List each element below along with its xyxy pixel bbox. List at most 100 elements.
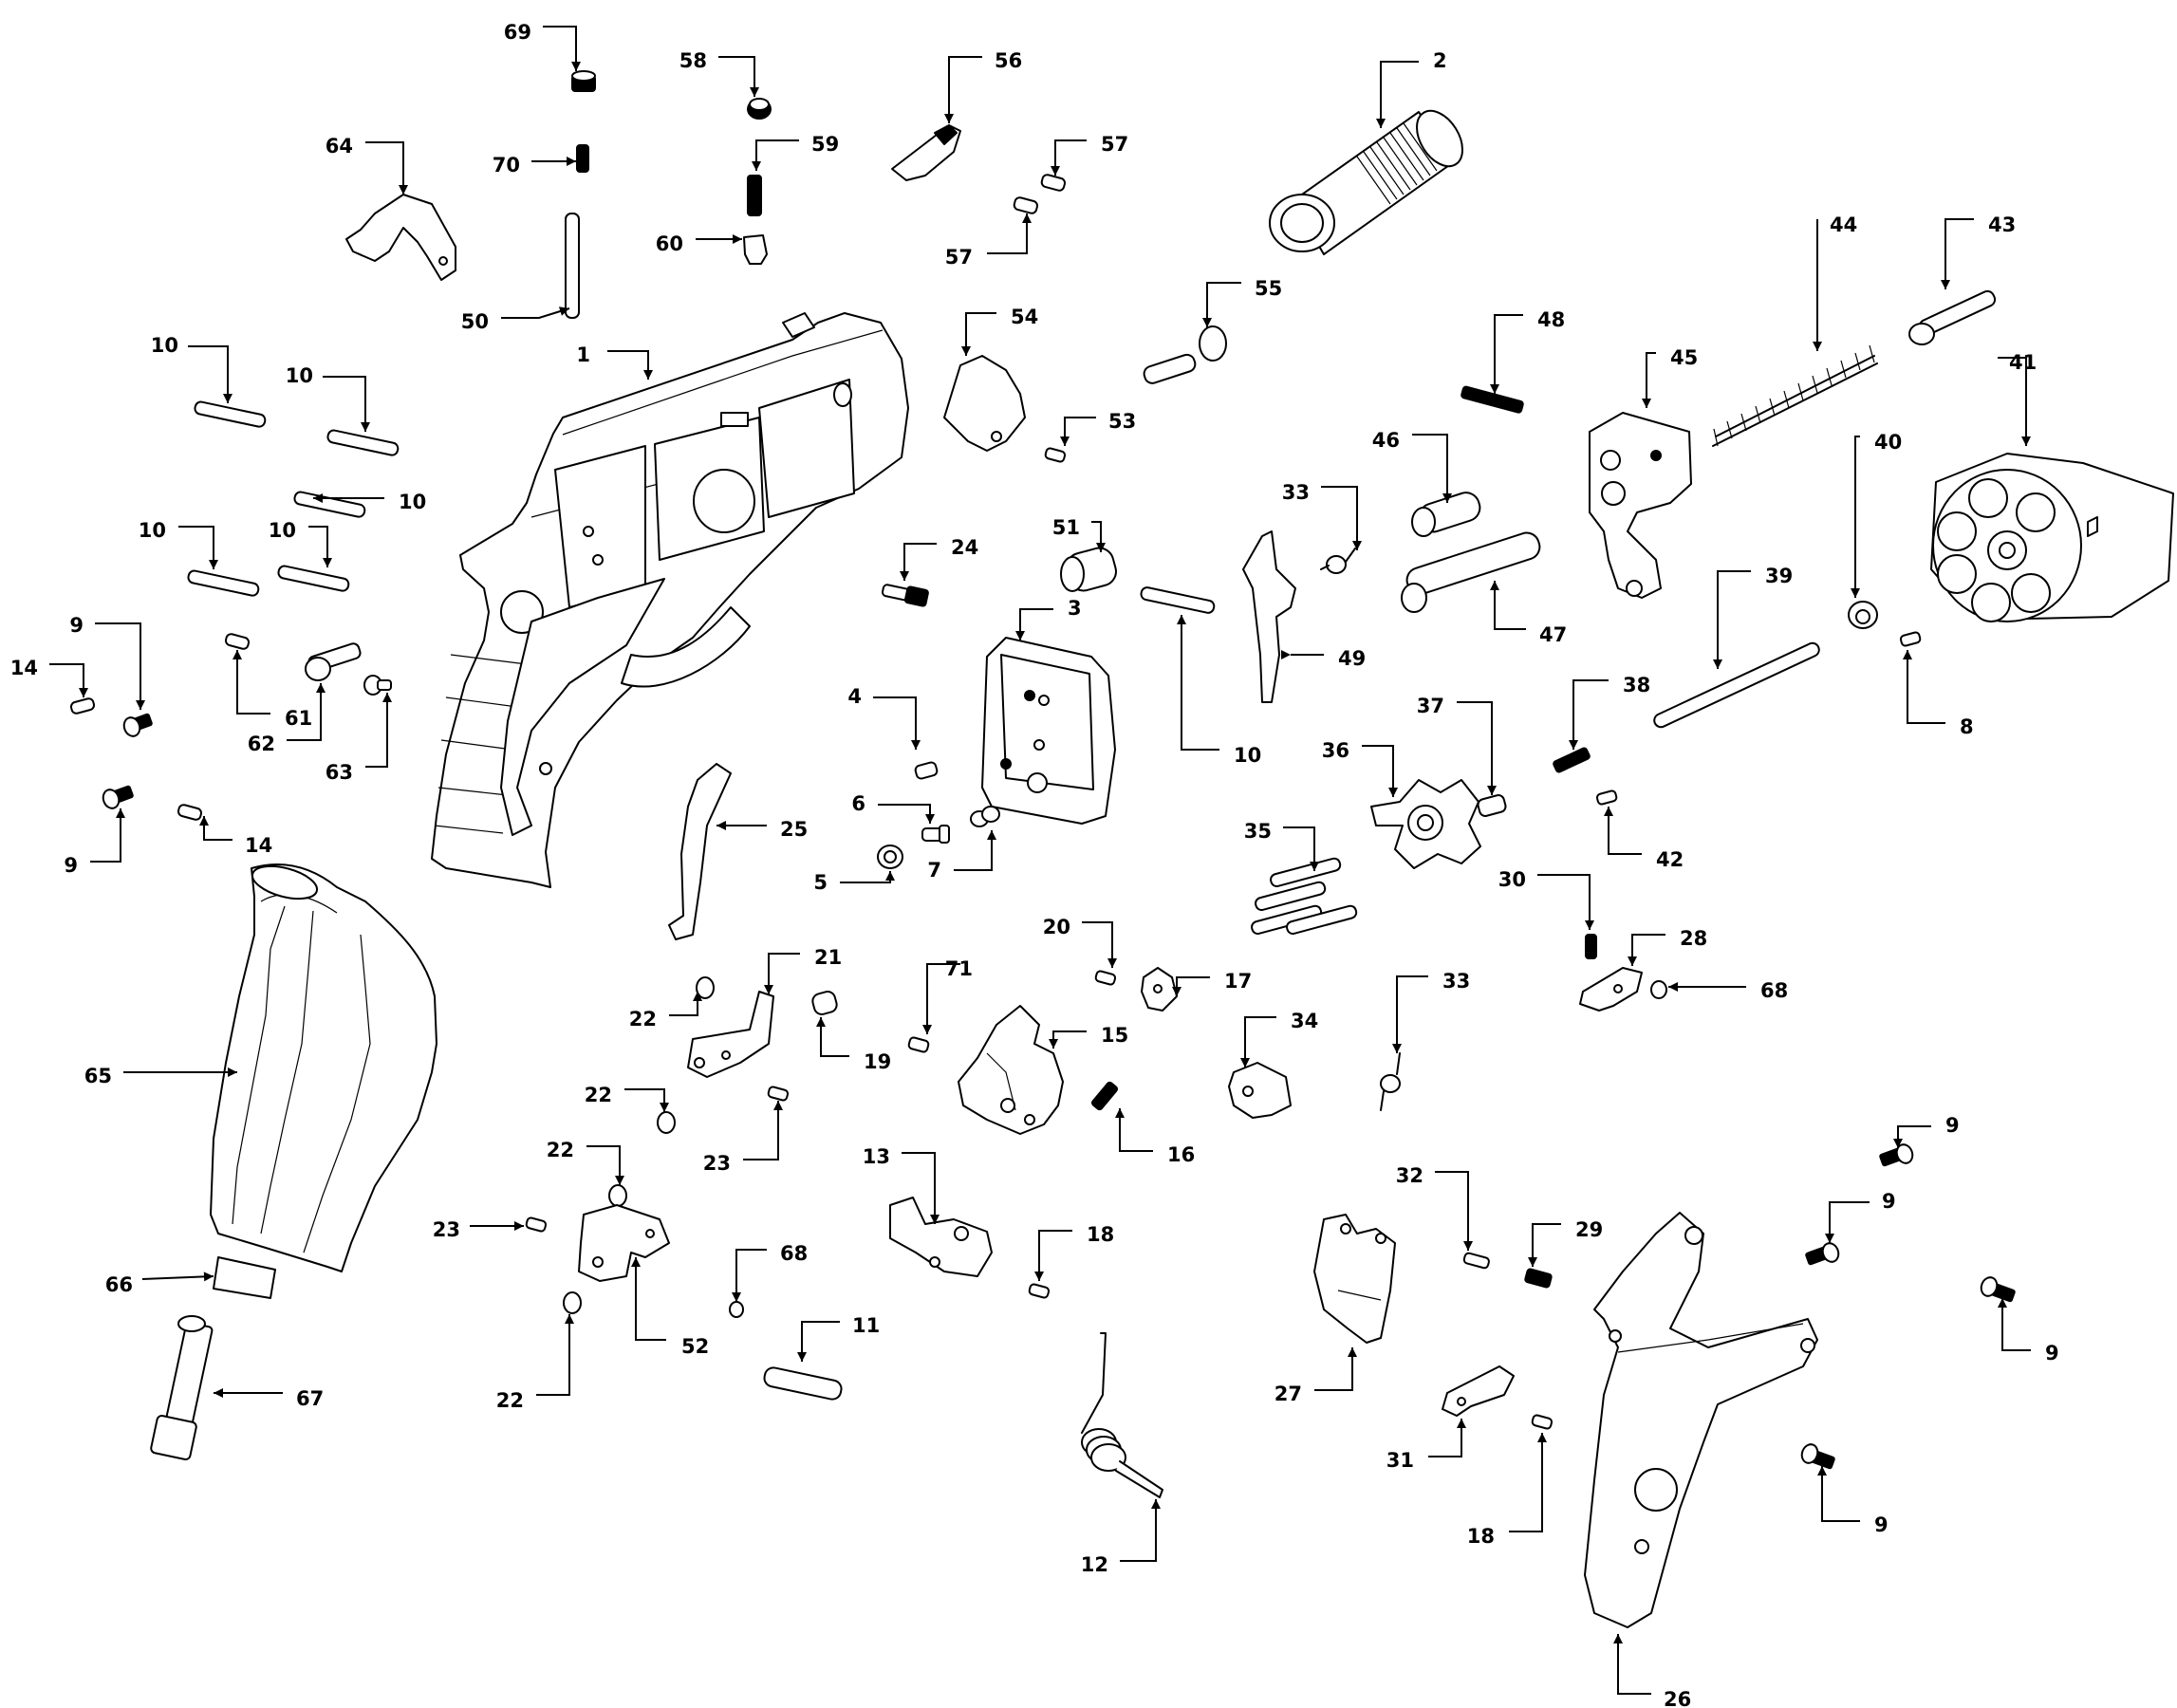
callout-leader-13 [902,1152,936,1224]
callout-label-44: 44 [1830,214,1857,236]
callout-label-29: 29 [1575,1218,1603,1241]
part-40-bushing [1848,601,1878,629]
part-22-bushing [696,976,715,999]
part-9-screw [102,785,134,809]
callout-arrowhead [1528,1257,1537,1267]
callout-label-66: 66 [105,1273,133,1296]
callout-arrowhead [900,571,909,581]
part-47-pin [1401,531,1541,613]
callout-leader-29 [1532,1223,1561,1267]
callout-arrowhead [316,683,326,693]
callout-label-10: 10 [139,519,166,542]
callout-arrowhead [1281,650,1291,659]
callout-label-68: 68 [780,1242,808,1265]
callout-arrowhead [1177,615,1186,624]
part-35-pin [1286,904,1358,935]
callout-arrowhead [1392,1044,1402,1053]
callout-label-18: 18 [1467,1525,1495,1548]
part-4-pin [914,761,939,780]
part-33-spring [1380,1052,1401,1111]
part-5-bushing [877,845,903,869]
callout-leader-54 [965,312,996,356]
callout-label-60: 60 [656,232,683,255]
callout-arrowhead [79,688,88,697]
part-35-pin [1270,857,1342,887]
callout-label-27: 27 [1275,1383,1302,1405]
callout-label-35: 35 [1244,820,1272,843]
callout-arrowhead [1613,1634,1623,1643]
callout-label-21: 21 [814,946,842,969]
callout-leader-4 [873,696,917,750]
part-22-bushing [563,1291,582,1314]
callout-leader-53 [1064,417,1096,446]
part-16-spring [1090,1081,1119,1111]
callout-label-46: 46 [1372,429,1400,452]
part-3-sideplate [981,637,1116,825]
callout-arrowhead [1893,1139,1903,1148]
callout-leader-30 [1537,874,1591,930]
callout-label-62: 62 [248,733,275,755]
callout-leader-55 [1206,282,1241,327]
callout-leader-69 [543,26,577,71]
callout-leader-17 [1176,976,1210,996]
callout-arrowhead [1352,541,1362,550]
part-22-bushing [657,1111,676,1134]
callout-arrowhead [116,808,125,818]
callout-label-11: 11 [852,1314,880,1337]
callout-leader-9 [1829,1201,1870,1243]
callout-leader-10 [178,526,214,569]
callout-label-50: 50 [461,310,489,333]
callout-leader-58 [718,56,755,97]
callout-arrowhead [773,1101,783,1110]
part-21-lever [687,991,774,1078]
part-25-hand [668,763,732,940]
callout-arrowhead [214,1388,223,1398]
callout-label-34: 34 [1291,1010,1318,1032]
callout-leader-36 [1362,745,1394,797]
callout-arrowhead [930,1215,940,1224]
callout-arrowhead [567,157,576,166]
callout-label-58: 58 [679,49,707,72]
callout-arrowhead [944,114,954,123]
callout-label-9: 9 [64,854,78,877]
callout-arrowhead [987,830,996,840]
callout-leader-33 [1321,486,1358,550]
part-10-pin [187,569,260,597]
callout-arrowhead [1668,982,1678,992]
callout-arrowhead [361,422,370,432]
callout-label-49: 49 [1338,647,1366,670]
callout-arrowhead [716,821,726,830]
callout-arrowhead [514,1221,524,1231]
callout-leader-42 [1608,807,1642,855]
callout-leader-46 [1412,434,1448,503]
callout-label-57: 57 [945,246,973,269]
callout-leader-20 [1082,921,1113,968]
callout-label-68: 68 [1760,979,1788,1002]
callout-arrowhead [1034,1272,1044,1281]
callout-leader-61 [236,650,270,715]
callout-arrowhead [1490,384,1499,394]
part-19-bushing [811,991,838,1015]
part-10-pin [293,491,366,518]
callout-arrowhead [816,1017,826,1027]
callout-arrowhead [1202,318,1212,327]
callout-arrowhead [1998,1298,2007,1308]
callout-label-15: 15 [1101,1024,1128,1047]
callout-arrowhead [1825,1234,1834,1243]
callout-leader-22 [586,1145,621,1185]
part-66-part [213,1256,276,1299]
part-2-barrel-shroud [1269,109,1463,255]
callout-label-4: 4 [847,685,862,708]
callout-label-42: 42 [1656,848,1684,871]
part-14-pin [69,697,96,715]
callout-label-43: 43 [1988,214,2016,236]
callout-leader-41 [1998,357,2027,446]
callout-arrowhead [199,816,209,826]
part-30-spring [1585,934,1597,959]
callout-leader-59 [755,139,799,171]
part-18-pin [1531,1414,1554,1430]
callout-leader-57 [1054,139,1087,176]
callout-label-40: 40 [1874,431,1902,454]
callout-label-69: 69 [504,21,531,44]
callout-leader-16 [1119,1108,1153,1152]
